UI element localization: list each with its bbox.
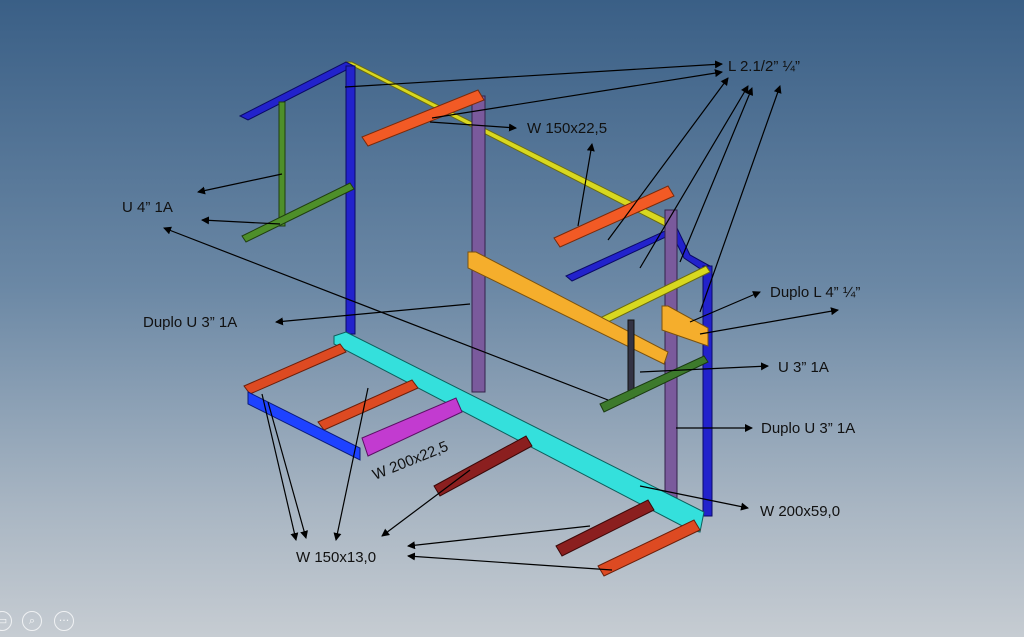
u4-horizontal — [241, 182, 355, 243]
w150-13-beam-dark-a — [433, 435, 533, 497]
label-l-angle: L 2.1/2” ¼” — [728, 58, 800, 75]
label-w150-22: W 150x22,5 — [527, 120, 607, 137]
w200-22-beam — [361, 397, 463, 457]
more-icon[interactable]: ··· — [54, 611, 74, 631]
w150-13-beam-b — [317, 379, 419, 431]
label-u3: U 3” 1A — [778, 359, 829, 376]
w150-13-beam-c — [597, 519, 701, 577]
angle-lower-member — [599, 265, 711, 325]
w150-22-beam-top — [361, 89, 485, 147]
labels: L 2.1/2” ¼” W 150x22,5 U 4” 1A Duplo U 3… — [122, 58, 860, 566]
u3-post — [627, 319, 635, 399]
leader-arrows — [163, 60, 839, 571]
w150-13-beam-a — [243, 343, 347, 395]
label-duplo-u3-left: Duplo U 3” 1A — [143, 314, 237, 331]
w200-59-beam — [333, 331, 705, 533]
duplo-l4-beam-long — [467, 251, 669, 365]
label-u4: U 4” 1A — [122, 199, 173, 216]
u4-vertical — [278, 101, 286, 227]
label-duplo-u3-right: Duplo U 3” 1A — [761, 420, 855, 437]
u3-beam — [599, 355, 709, 413]
zoom-icon[interactable]: ⌕ — [22, 611, 42, 631]
duplo-u-column-right — [702, 265, 713, 517]
label-duplo-l4: Duplo L 4” ¼” — [770, 284, 860, 301]
w150-22-beam-right — [553, 185, 675, 248]
duplo-u-column-left — [345, 65, 356, 335]
duplo-l4-beam-short — [661, 305, 709, 347]
label-w150-13: W 150x13,0 — [296, 549, 376, 566]
w150-13-beam-dark-b — [555, 499, 655, 557]
angle-top-member — [344, 61, 674, 227]
blue-box-front — [247, 391, 361, 461]
label-w200-59: W 200x59,0 — [760, 503, 840, 520]
duplo-u-frame-top-left — [238, 61, 356, 121]
